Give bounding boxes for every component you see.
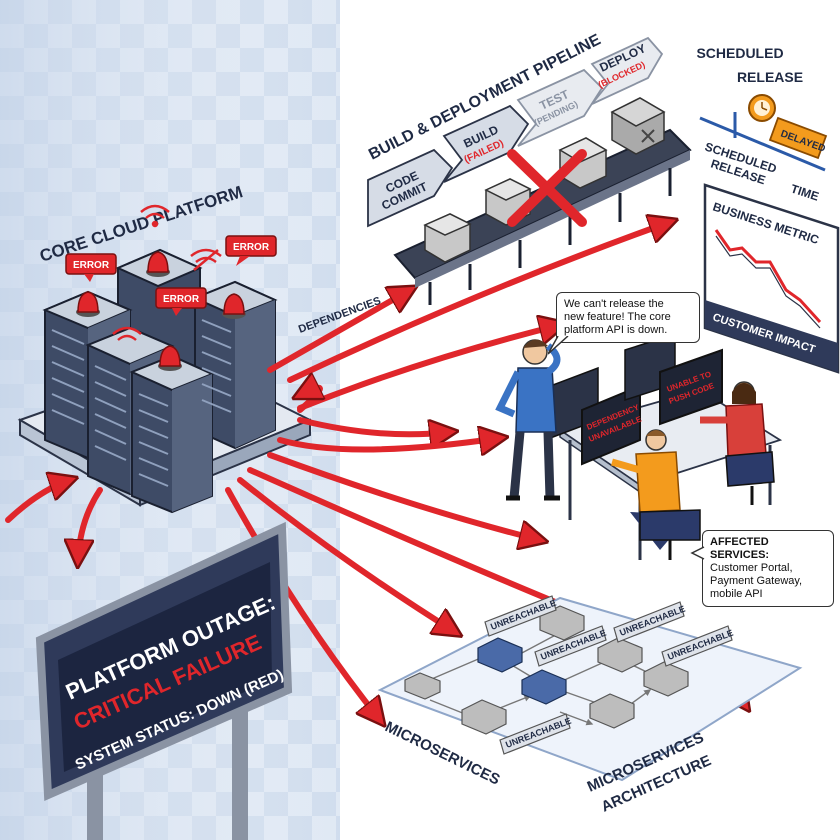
service-node-down [521, 669, 567, 705]
seated-developer [611, 429, 701, 560]
error-badge: ERROR [155, 287, 207, 316]
affected-title: AFFECTED SERVICES: [710, 536, 770, 561]
svg-text:ERROR: ERROR [233, 242, 270, 253]
dependency-arrow [267, 452, 540, 540]
seated-developer [700, 381, 775, 505]
business-metric-panel [703, 183, 840, 374]
service-node [589, 693, 635, 729]
alarm-light-icon [222, 293, 246, 319]
alarm-light-icon [146, 251, 170, 277]
affected-service: Customer Portal, [710, 562, 793, 574]
blocked-package-box [610, 97, 666, 155]
speech-bubble-tail [548, 336, 569, 355]
affected-service: Payment Gateway, [710, 575, 803, 587]
error-monitor: UNABLE TO PUSH CODE [659, 348, 723, 426]
service-node [539, 605, 585, 641]
clock-icon [748, 94, 776, 122]
affected-services-box: AFFECTED SERVICES: Customer Portal, Paym… [702, 530, 834, 607]
time-label: TIME [789, 182, 821, 204]
svg-text:ERROR: ERROR [73, 260, 110, 271]
broken-wifi-icon [190, 248, 222, 271]
server-rack [129, 354, 215, 514]
alarm-light-icon [158, 345, 182, 371]
dependency-arrow [237, 477, 455, 632]
dependency-arrow [78, 487, 103, 560]
timeline [699, 112, 826, 172]
service-node [404, 672, 441, 700]
server-rack [192, 280, 278, 450]
service-node-down [477, 637, 523, 673]
dependency-arrow [300, 388, 320, 413]
pipeline-stage-code-commit: CODE COMMIT [367, 148, 454, 228]
delayed-badge: DELAYED [768, 116, 828, 160]
dependency-arrow [297, 325, 560, 411]
pipeline-stage-deploy: DEPLOY (BLOCKED) [590, 36, 664, 105]
affected-box-pointer [690, 546, 705, 560]
rack-slots [51, 319, 232, 487]
outage-sign [35, 521, 293, 840]
speech-line: platform API is down. [564, 324, 668, 336]
alarm-light-icon [76, 291, 100, 317]
dependency-arrow [267, 290, 410, 373]
dependency-arrow [297, 417, 450, 434]
svg-text:ERROR: ERROR [163, 294, 200, 305]
service-node [461, 699, 507, 735]
failure-x-icon [507, 149, 587, 227]
dependency-arrow [5, 480, 70, 523]
scheduled-release-title: RELEASE [737, 69, 803, 85]
speech-line: new feature! The core [564, 311, 671, 323]
dependency-arrow [287, 222, 670, 383]
affected-service: mobile API [710, 588, 763, 600]
dependency-arrows [5, 222, 745, 720]
scheduled-release-title: SCHEDULED [696, 45, 783, 61]
speech-line: We can't release the [564, 298, 664, 310]
metric-trend-line [715, 235, 821, 329]
dependency-arrow [225, 487, 380, 720]
dependency-arrow [277, 438, 500, 450]
error-badge: ERROR [225, 235, 277, 266]
package-box [423, 213, 472, 263]
error-monitor: DEPENDENCY UNAVAILABLE [581, 384, 643, 466]
service-node [643, 661, 689, 697]
speech-bubble: We can't release the new feature! The co… [556, 292, 700, 343]
metric-trend-line [714, 229, 822, 324]
frustrated-developer [495, 339, 561, 501]
wifi-icon [112, 326, 142, 341]
error-badge: ERROR [65, 253, 117, 282]
wifi-icon [140, 204, 170, 228]
